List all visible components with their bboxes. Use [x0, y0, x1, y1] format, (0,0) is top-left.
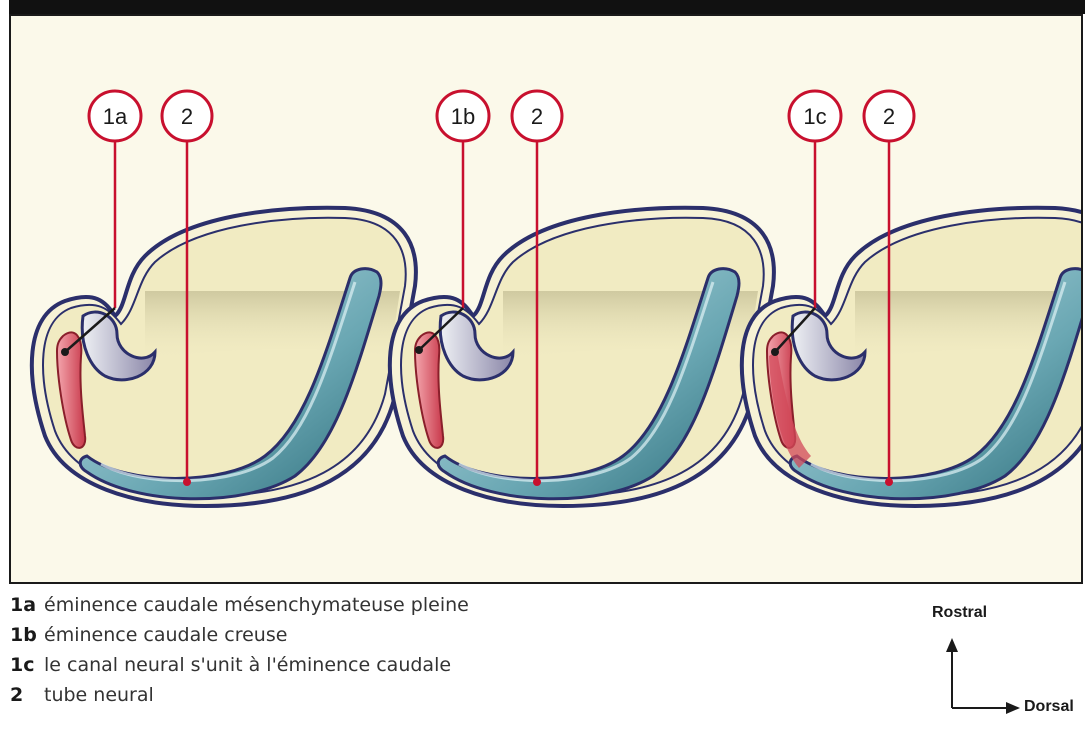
- legend-key: 1c: [10, 650, 44, 680]
- embryo-diagrams: 1a 2 1b 2: [11, 16, 1081, 582]
- callout-1a: 1a: [103, 104, 128, 129]
- callout-2: 2: [883, 104, 895, 129]
- embryo-diagram-1c: 1c 2: [742, 91, 1081, 506]
- legend-text: le canal neural s'unit à l'éminence caud…: [44, 654, 451, 676]
- legend-key: 1a: [10, 590, 44, 620]
- callout-1c: 1c: [803, 104, 826, 129]
- legend-text: tube neural: [44, 684, 154, 706]
- legend-key: 2: [10, 680, 44, 710]
- arrow-up-icon: [946, 638, 958, 652]
- callout-2: 2: [531, 104, 543, 129]
- orientation-indicator: Rostral Dorsal: [930, 596, 1090, 726]
- callout-1b: 1b: [451, 104, 475, 129]
- legend-text: éminence caudale mésenchymateuse pleine: [44, 594, 469, 616]
- embryo-diagram-1b: 1b 2: [390, 91, 774, 506]
- legend-key: 1b: [10, 620, 44, 650]
- diagram-panel: 1a 2 1b 2: [9, 14, 1083, 584]
- embryo-diagram-1a: 1a 2: [32, 91, 416, 506]
- arrow-right-icon: [1006, 702, 1020, 714]
- dorsal-label: Dorsal: [1024, 698, 1074, 716]
- legend-text: éminence caudale creuse: [44, 624, 287, 646]
- callout-2: 2: [181, 104, 193, 129]
- top-title-bar: [9, 0, 1085, 14]
